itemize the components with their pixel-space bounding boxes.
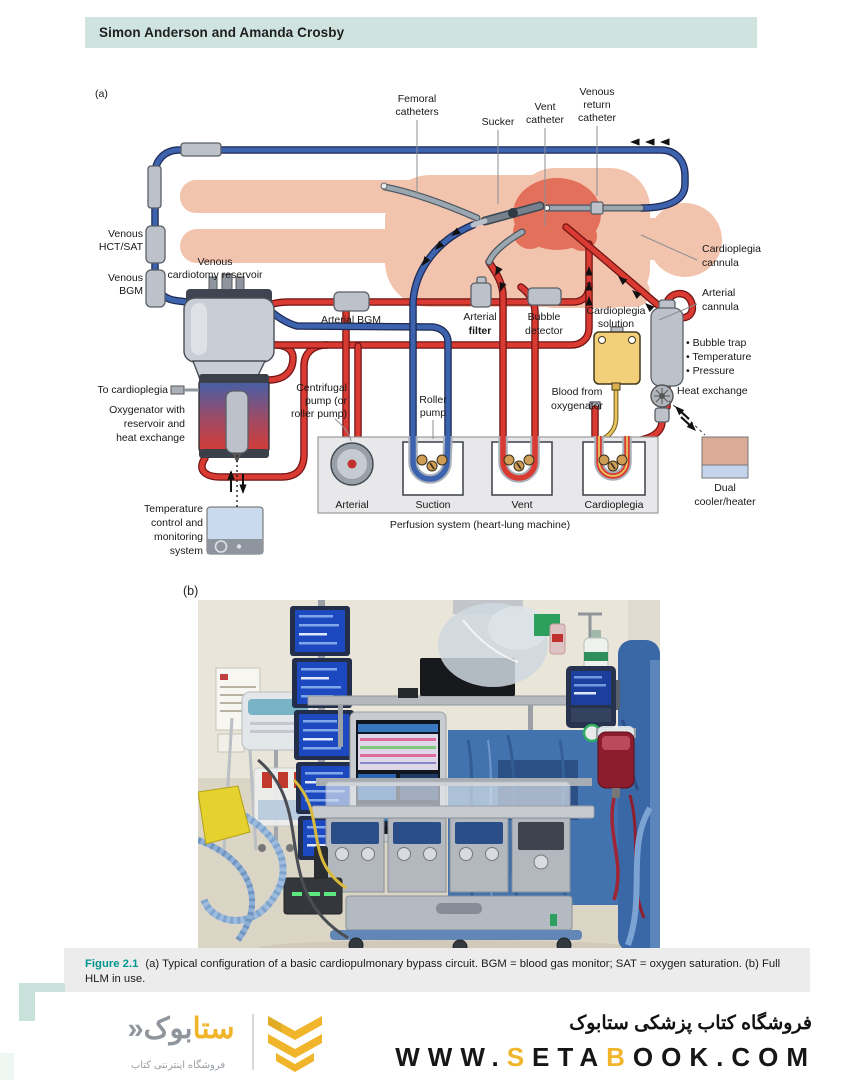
author-names: Simon Anderson and Amanda Crosby — [99, 25, 345, 40]
svg-text:cooler/heater: cooler/heater — [694, 496, 756, 508]
leader-lines — [334, 120, 698, 442]
svg-text:solution: solution — [598, 318, 634, 330]
figure-caption-body: (a) Typical configuration of a basic car… — [85, 958, 781, 985]
label-to-cardioplegia: To cardioplegia — [97, 384, 168, 396]
figure-number: Figure 2.1 — [85, 958, 139, 970]
bookstore-name-fa: فروشگاه کتاب پزشکی ستابوک — [569, 1013, 812, 1034]
svg-text:roller pump): roller pump) — [291, 408, 347, 420]
centrifugal-pump — [330, 442, 374, 486]
bookstore-logo-subtitle: فروشگاه اینترنتی کتاب — [130, 1060, 226, 1071]
caption-teal-accent — [19, 983, 35, 1021]
heat-exchange-valve — [650, 384, 674, 423]
svg-text:monitoring: monitoring — [154, 531, 203, 543]
label-bubble-detector: Bubble — [528, 311, 561, 323]
label-heat-exchange: Heat exchange — [677, 385, 748, 397]
label-oxygenator: Oxygenator with — [109, 404, 185, 416]
svg-text:filter: filter — [469, 325, 492, 337]
label-cardiotomy-reservoir: Venous — [197, 256, 232, 268]
label-pump-suction: Suction — [415, 499, 450, 511]
panel-b-label: (b) — [183, 584, 199, 598]
svg-text:detector: detector — [525, 325, 563, 337]
roller-pump-loops — [408, 435, 632, 484]
flow-arrows — [227, 138, 696, 494]
label-arterial-bgm: Arterial BGM — [321, 314, 381, 326]
svg-text:reservoir and: reservoir and — [124, 418, 185, 430]
svg-text:oxygenator: oxygenator — [551, 400, 603, 412]
svg-text:control and: control and — [151, 517, 203, 529]
cardioplegia-port — [170, 385, 185, 395]
label-roller-pump: Roller — [419, 394, 447, 406]
temperature-control-unit — [206, 506, 264, 555]
label-arterial-filter: Arterial — [463, 311, 496, 323]
svg-text:catheters: catheters — [395, 106, 438, 118]
arterial-filter-component — [470, 276, 492, 308]
blood-reservoir — [596, 726, 653, 947]
bookstore-chevron-logo-icon — [268, 1016, 322, 1072]
svg-text:HCT/SAT: HCT/SAT — [99, 241, 144, 253]
label-femoral-catheters: Femoral — [398, 93, 437, 105]
svg-text:cannula: cannula — [702, 301, 739, 313]
svg-text:cardiotomy reservoir: cardiotomy reservoir — [167, 269, 263, 281]
label-dual-cooler: Dual — [714, 482, 736, 494]
label-pump-vent: Vent — [511, 499, 532, 511]
venous-hct-sat-sensor — [145, 225, 166, 264]
hlm-photo — [198, 600, 660, 952]
bypass-circuit-diagram: (a) — [95, 86, 761, 557]
circuit-components — [145, 225, 749, 555]
svg-text:catheter: catheter — [578, 112, 616, 124]
svg-text:BGM: BGM — [119, 285, 143, 297]
label-perfusion-system: Perfusion system (heart-lung machine) — [390, 519, 570, 531]
svg-text:pump (or: pump (or — [305, 395, 348, 407]
label-temp-control: Temperature — [144, 503, 203, 515]
svg-text:heat exchange: heat exchange — [116, 432, 185, 444]
label-cardioplegia-solution: Cardioplegia — [587, 305, 646, 317]
diagram-labels: Femoral catheters Sucker Vent catheter V… — [97, 86, 761, 557]
logo-divider — [252, 1014, 254, 1070]
label-sucker: Sucker — [482, 116, 515, 128]
bubble-detector-component — [527, 287, 562, 306]
label-temperature: • Temperature — [686, 351, 752, 363]
label-pump-cardioplegia: Cardioplegia — [585, 499, 644, 511]
label-vent-catheter: Vent — [534, 101, 555, 113]
heat-exchanger-column — [225, 390, 249, 463]
figure-caption-band — [64, 948, 810, 992]
chapter-header-band: Simon Anderson and Amanda Crosby — [85, 17, 757, 48]
panel-a-label: (a) — [95, 88, 108, 100]
caption-teal-accent-strip — [35, 983, 65, 992]
label-blood-from-oxygenator: Blood from — [552, 386, 603, 398]
heart — [513, 178, 601, 251]
svg-text:return: return — [583, 99, 611, 111]
dual-cooler-heater — [701, 436, 749, 479]
pump-console — [283, 778, 595, 952]
svg-text:catheter: catheter — [526, 114, 564, 126]
label-centrifugal-pump: Centrifugal — [296, 382, 347, 394]
cardioplegia-solution-bag — [593, 326, 641, 391]
svg-text:cannula: cannula — [702, 257, 739, 269]
overhead-shelf — [307, 600, 619, 763]
label-cardioplegia-cannula: Cardioplegia — [702, 243, 761, 255]
label-venous-return-catheter: Venous — [579, 86, 614, 98]
label-venous-hct-sat: Venous — [108, 228, 143, 240]
svg-text:pump: pump — [420, 407, 446, 419]
bubble-trap — [650, 299, 684, 387]
figure-caption: Figure 2.1(a) Typical configuration of a… — [85, 957, 800, 986]
floor-tubing — [198, 758, 349, 942]
label-pump-arterial: Arterial — [335, 499, 368, 511]
bookstore-logo-wordmark: ستابوک« — [127, 1013, 235, 1045]
svg-text:system: system — [170, 545, 204, 557]
label-venous-bgm: Venous — [108, 272, 143, 284]
label-pressure: • Pressure — [686, 365, 735, 377]
venous-bgm-sensor — [145, 269, 166, 308]
label-arterial-cannula: Arterial — [702, 287, 735, 299]
page-corner-accent — [0, 1053, 14, 1080]
arterial-bgm-sensor — [333, 291, 370, 312]
label-bubble-trap: • Bubble trap — [686, 337, 746, 349]
venous-cardiotomy-reservoir — [183, 273, 275, 383]
pole-monitor — [566, 666, 620, 743]
bookstore-website: WWW.SETABOOK.COM — [395, 1042, 816, 1072]
